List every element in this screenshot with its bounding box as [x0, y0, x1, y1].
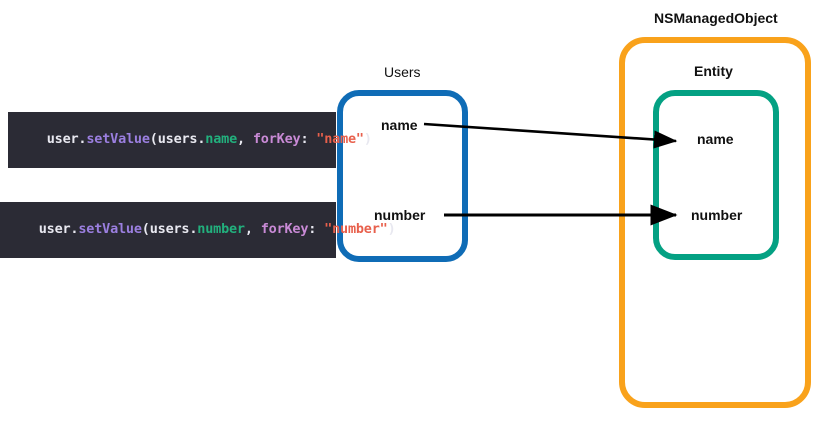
users-field-number: number: [374, 207, 426, 223]
code-token: ,: [237, 131, 253, 147]
code-token: ,: [244, 221, 261, 237]
code-token: (users.: [149, 131, 206, 147]
code-token: ): [363, 131, 372, 147]
code-token: setValue: [78, 221, 142, 237]
nsmanagedobject-title: NSManagedObject: [654, 10, 778, 26]
code-token: :: [308, 221, 325, 237]
code-token: forKey: [260, 221, 309, 237]
entity-field-number: number: [691, 207, 743, 223]
entity-box: [653, 90, 779, 260]
users-title: Users: [384, 64, 421, 80]
users-field-name: name: [381, 117, 418, 133]
code-token: forKey: [252, 131, 301, 147]
code-snippet-set-number: user.setValue(users.number, forKey: "num…: [0, 202, 396, 258]
users-box: [337, 90, 468, 262]
code-token: user.: [46, 131, 87, 147]
code-token: user.: [38, 221, 79, 237]
code-token: ): [387, 221, 396, 237]
entity-title: Entity: [694, 63, 733, 79]
entity-field-name: name: [697, 131, 734, 147]
code-token: number: [197, 221, 245, 237]
code-token: "number": [324, 221, 388, 237]
code-token: :: [300, 131, 317, 147]
nsmanagedobject-box: [619, 37, 811, 408]
code-token: setValue: [86, 131, 150, 147]
code-token: "name": [316, 131, 364, 147]
code-snippet-set-name: user.setValue(users.name, forKey: "name"…: [8, 112, 372, 168]
code-token: (users.: [141, 221, 198, 237]
code-token: name: [205, 131, 237, 147]
